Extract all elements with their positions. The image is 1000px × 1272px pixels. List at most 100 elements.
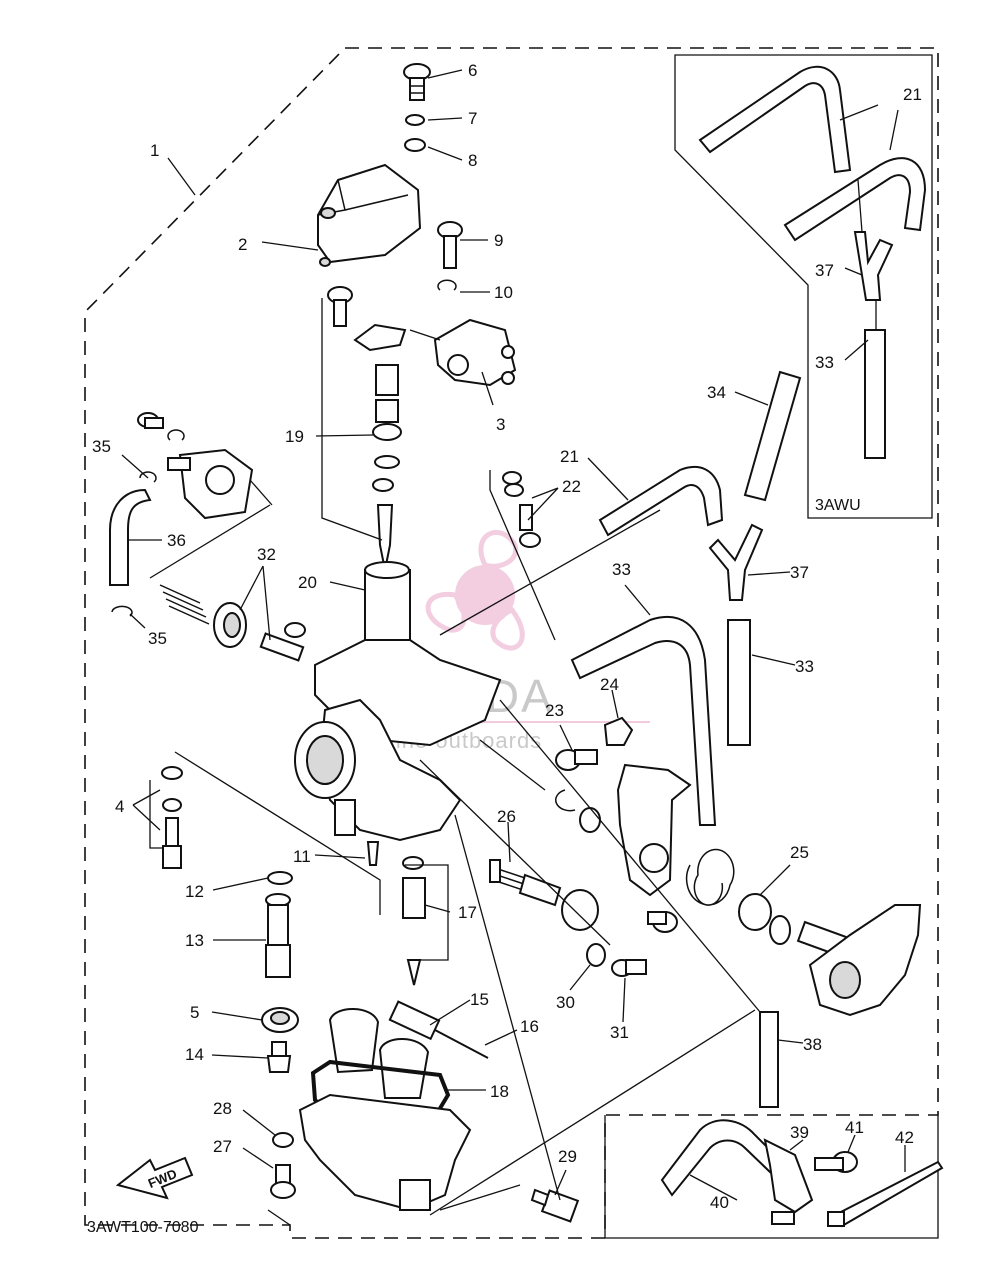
part-25-collar xyxy=(738,893,772,931)
part-11-jet xyxy=(366,841,380,866)
callout-13: 13 xyxy=(185,931,204,950)
part-38-hose xyxy=(759,1011,779,1108)
callout-18: 18 xyxy=(490,1082,509,1101)
group-bracket-32 xyxy=(149,504,271,579)
model-code: 3AWT100-7080 xyxy=(87,1219,199,1236)
part-27-screw xyxy=(270,1164,296,1199)
part-14-main-jet xyxy=(266,1041,292,1073)
part-24-nut xyxy=(603,716,634,746)
part-7-lockwasher xyxy=(405,114,425,126)
callout-25: 25 xyxy=(790,843,809,862)
inset-hoses xyxy=(698,65,927,459)
part-29-drain-screw xyxy=(530,1188,580,1223)
part-20-carb-body xyxy=(294,561,502,842)
part-2-top-cover xyxy=(317,163,422,267)
callout-4: 4 xyxy=(115,797,124,816)
propeller-logo xyxy=(425,530,525,651)
fwd-arrow: FWD xyxy=(115,1156,194,1200)
part-8-washer xyxy=(404,138,426,152)
callout-9: 9 xyxy=(494,231,503,250)
part-32-starter-plunger xyxy=(159,584,306,662)
callout-27: 27 xyxy=(213,1137,232,1156)
part-5-holder xyxy=(261,1007,299,1033)
group-bracket-17 xyxy=(405,864,449,961)
washer-25b xyxy=(769,915,791,945)
callout-11: 11 xyxy=(293,847,311,866)
group-bracket-22 xyxy=(489,470,556,641)
callout-31: 31 xyxy=(610,1023,629,1042)
part-31-screw xyxy=(611,959,647,977)
callout-1: 1 xyxy=(150,141,159,160)
group-bracket-19 xyxy=(321,298,383,541)
part-41-bolt xyxy=(814,1151,858,1173)
callout-21-inset: 21 xyxy=(903,85,922,104)
callout-2: 2 xyxy=(238,235,247,254)
callout-35-lower: 35 xyxy=(148,629,167,648)
part-30-washer xyxy=(586,943,606,967)
callout-26: 26 xyxy=(497,807,516,826)
callout-32: 32 xyxy=(257,545,276,564)
screw-lever xyxy=(647,911,678,933)
part-34-hose xyxy=(743,370,802,502)
part-3-throttle-bracket xyxy=(433,318,517,387)
callout-28: 28 xyxy=(213,1099,232,1118)
part-6-screw xyxy=(403,63,431,101)
part-10-clip xyxy=(437,279,457,291)
callout-3: 3 xyxy=(496,415,505,434)
variant-label: 3AWU xyxy=(815,497,861,514)
part-33-hose-bent xyxy=(570,615,717,826)
callout-33-inset: 33 xyxy=(815,353,834,372)
callout-10: 10 xyxy=(494,283,513,302)
callout-15: 15 xyxy=(470,990,489,1009)
callout-14: 14 xyxy=(185,1045,204,1064)
callout-34: 34 xyxy=(707,383,726,402)
part-35-clamp-upper xyxy=(139,471,157,483)
bottom-inset-box xyxy=(604,1115,939,1239)
part-16-float-pin xyxy=(434,1029,489,1059)
part-28-washer xyxy=(272,1132,294,1148)
part-19-plunger-group xyxy=(327,286,407,571)
callouts: 1 2 3 4 5 6 7 8 9 10 11 12 13 14 15 16 1… xyxy=(92,61,922,1212)
guide-line-4 xyxy=(174,751,381,915)
callout-19: 19 xyxy=(285,427,304,446)
part-12-oring xyxy=(267,871,293,885)
leader-lines xyxy=(121,69,906,1226)
part-15-float xyxy=(328,1000,441,1099)
callout-5: 5 xyxy=(190,1003,199,1022)
callout-35-upper: 35 xyxy=(92,437,111,456)
part-36-hose xyxy=(109,488,152,586)
callout-7: 7 xyxy=(468,109,477,128)
callout-24: 24 xyxy=(600,675,619,694)
callout-22: 22 xyxy=(562,477,581,496)
callout-37-main: 37 xyxy=(790,563,809,582)
callout-40: 40 xyxy=(710,1193,729,1212)
callout-21-main: 21 xyxy=(560,447,579,466)
part-42-cable-tie xyxy=(827,1160,944,1228)
throttle-cam-lever xyxy=(796,904,922,1017)
throttle-lever-plate xyxy=(555,763,692,897)
callout-12: 12 xyxy=(185,882,204,901)
part-35-clamp-lower xyxy=(111,605,133,617)
callout-37-inset: 37 xyxy=(815,261,834,280)
callout-36: 36 xyxy=(167,531,186,550)
callout-42: 42 xyxy=(895,1128,914,1147)
float-bowl xyxy=(298,1093,472,1212)
part-37-joint xyxy=(708,523,764,601)
part-9-screw xyxy=(437,221,463,269)
callout-30: 30 xyxy=(556,993,575,1012)
part-21-hose xyxy=(598,465,724,537)
callout-33-a: 33 xyxy=(612,560,631,579)
part-26-stop-screw xyxy=(489,859,599,931)
choke-plunger-assembly xyxy=(137,412,254,520)
part-33-hose-vertical xyxy=(727,619,751,746)
part-13-needle-jet xyxy=(265,893,291,978)
callout-41: 41 xyxy=(845,1118,864,1137)
part-23-screw xyxy=(555,749,598,771)
callout-17: 17 xyxy=(458,903,477,922)
variant-inset-box xyxy=(674,54,933,519)
part-17-needle-valve xyxy=(402,856,426,986)
part-40-hose xyxy=(660,1119,782,1197)
callout-33-b: 33 xyxy=(795,657,814,676)
group-bracket-4 xyxy=(149,780,163,849)
